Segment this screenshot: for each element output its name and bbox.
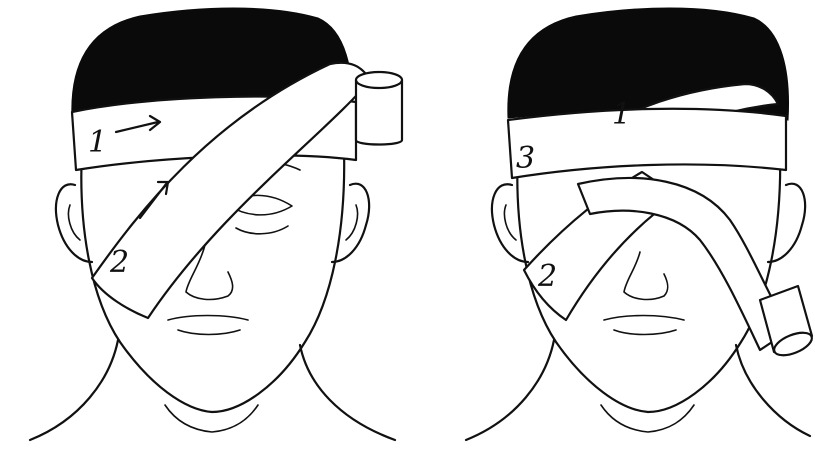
left-mouth (168, 316, 248, 321)
left-step-label-2: 2 (109, 245, 129, 280)
right-panel: 1 3 2 (466, 8, 815, 440)
right-bandage-roll (760, 286, 815, 360)
left-neck (30, 340, 118, 440)
left-step-label-1: 1 (88, 125, 107, 160)
left-bandage-roll (356, 72, 402, 145)
right-step-label-2: 2 (537, 259, 557, 294)
right-step-label-3: 3 (516, 141, 535, 176)
right-nose (624, 252, 668, 299)
right-step-label-1: 1 (612, 97, 631, 132)
right-diagonal-bandage-3 (578, 178, 790, 350)
right-neck (466, 340, 554, 440)
left-panel: 1 2 (30, 8, 402, 440)
right-horizontal-bandage (508, 109, 786, 178)
right-mouth (604, 316, 684, 321)
